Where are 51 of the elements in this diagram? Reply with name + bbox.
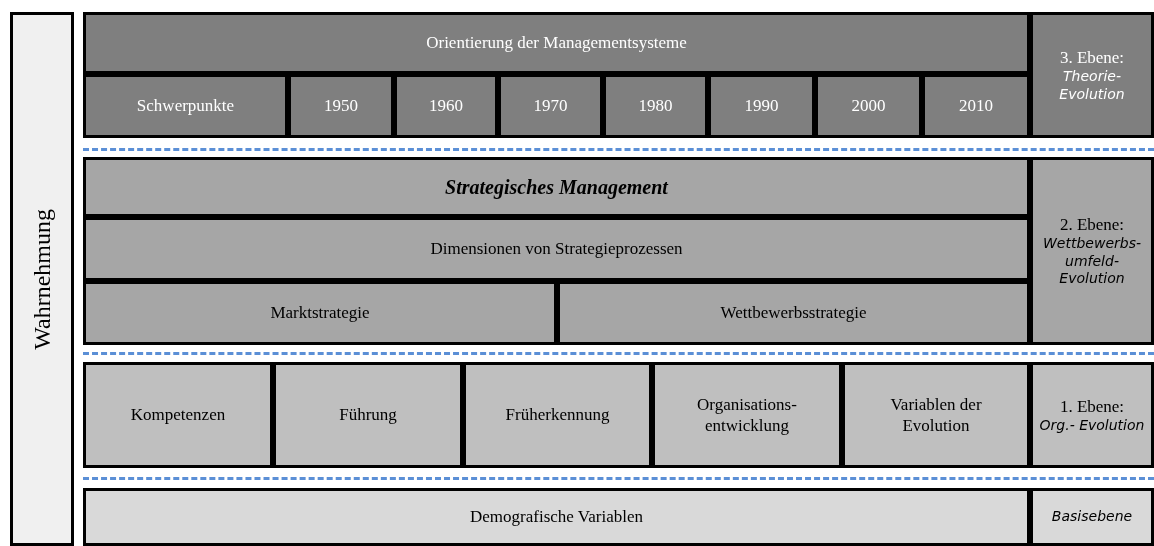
subtitle-text: Wettbewerbs- umfeld- Evolution [1042, 235, 1142, 288]
table-cell [83, 362, 273, 468]
table-cell [288, 74, 394, 138]
label-text: 1970 [533, 95, 568, 117]
label-text: Organisations- entwicklung [696, 393, 798, 437]
label-text: Kompetenzen [130, 404, 226, 426]
label-text: Demografische Variablen [470, 506, 643, 528]
table-cell [498, 74, 603, 138]
label-text: Wettbewerbsstrategie [720, 302, 867, 324]
table-cell [652, 362, 842, 468]
label-text: Wahrnehmung [28, 208, 56, 350]
subtitle-text: Theorie- Evolution [1058, 68, 1126, 104]
label-text: 1980 [638, 95, 673, 117]
label-text: Orientierung der Managementsysteme [426, 32, 687, 54]
label-text: Dimensionen von Strategieprozessen [430, 238, 683, 260]
table-cell [708, 74, 815, 138]
level-box [1030, 157, 1154, 345]
label-text: Variablen der Evolution [889, 393, 983, 437]
table-cell [842, 362, 1030, 468]
level-box [1030, 12, 1154, 138]
table-cell [922, 74, 1030, 138]
header-box [83, 12, 1030, 74]
table-cell [815, 74, 922, 138]
level-box [1030, 362, 1154, 468]
level-box [1030, 488, 1154, 546]
row-box [557, 281, 1030, 345]
label-text: 2010 [959, 95, 993, 117]
label-text: Basisebene [1051, 508, 1133, 526]
side-band [10, 12, 74, 546]
row-box [83, 488, 1030, 546]
table-cell [394, 74, 498, 138]
label-text: 1990 [744, 95, 779, 117]
label-text: 1950 [324, 95, 358, 117]
table-cell [463, 362, 652, 468]
label-text: 1. Ebene: [1059, 395, 1125, 417]
header-box [83, 157, 1030, 217]
table-cell [603, 74, 708, 138]
label-text: Marktstrategie [270, 302, 370, 324]
table-cell [273, 362, 463, 468]
row-box [83, 217, 1030, 281]
label-text: Führung [339, 404, 397, 426]
label-text: Schwerpunkte [136, 95, 235, 117]
table-cell [83, 74, 288, 138]
label-text: 2000 [851, 95, 886, 117]
label-text: 1960 [429, 95, 463, 117]
label-text: 2. Ebene: [1059, 214, 1125, 236]
label-text: Strategisches Management [445, 174, 668, 200]
label-text: Früherkennung [505, 404, 610, 426]
row-box [83, 281, 557, 345]
label-text: 3. Ebene: [1059, 46, 1125, 69]
subtitle-text: Org.- Evolution [1039, 416, 1145, 435]
